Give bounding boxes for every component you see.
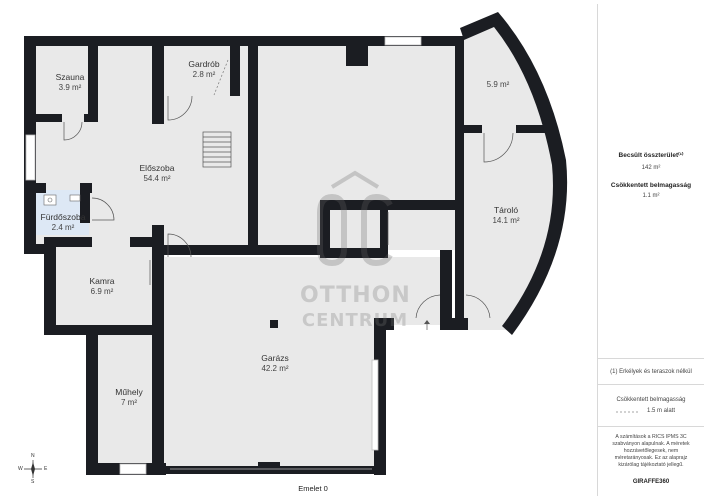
total-area-value: 142 m² [641, 165, 661, 171]
room-name: Gardrób [188, 59, 220, 69]
floor-east [462, 18, 560, 330]
compass-e: E [44, 466, 48, 472]
watermark-logo-icon [317, 170, 393, 267]
brand-logo: GIRAFFE360 [632, 479, 670, 485]
room-area: 2.4 m² [51, 222, 75, 232]
info-panel: Becsült összterület⁽¹⁾ 142 m² Csökkentet… [597, 4, 704, 496]
panel-divider [598, 384, 704, 385]
room-area: 5.9 m² [486, 80, 510, 89]
room-area: 3.9 m² [58, 82, 82, 92]
doors [63, 95, 514, 319]
watermark-line1: OTTHON [300, 283, 411, 308]
room-name: Tároló [493, 205, 519, 215]
compass-w: W [18, 466, 23, 472]
room-label: Tároló 14.1 m² [476, 205, 536, 226]
watermark: OTTHON CENTRUM [300, 165, 410, 340]
room-name: Fürdőszoba [40, 212, 86, 222]
floor-plan [24, 12, 568, 475]
watermark-line2: CENTRUM [301, 310, 409, 331]
room-area: 7 m² [121, 397, 137, 407]
panel-divider [598, 426, 704, 427]
stairs [202, 131, 232, 168]
legend-title: Csökkentett belmagasság [616, 397, 686, 403]
room-label: Kamra 6.9 m² [72, 276, 132, 297]
disclaimer: A számítások a RICS IPMS 3C szabványon a… [612, 434, 690, 469]
room-name: Szauna [55, 72, 85, 82]
reduced-height-value: 1.1 m² [642, 193, 660, 199]
room-name: Előszoba [139, 163, 175, 173]
room-area: 2.8 m² [192, 69, 216, 79]
compass-s: S [31, 479, 35, 485]
room-label: Garázs 42.2 m² [240, 353, 310, 374]
footnote: (1) Erkélyek és teraszok nélkül [610, 369, 692, 375]
room-name: Garázs [261, 353, 289, 363]
room-label: Fürdőszoba 2.4 m² [34, 212, 92, 233]
room-area: 6.9 m² [90, 286, 114, 296]
compass-rose-icon [24, 460, 42, 478]
room-label: 5.9 m² [470, 80, 526, 90]
windows [25, 36, 422, 475]
room-area: 14.1 m² [492, 215, 520, 225]
floor-label: Emelet 0 [298, 484, 328, 493]
compass-n: N [31, 453, 35, 459]
reduced-height-label: Csökkentett belmagasság [610, 182, 692, 189]
room-label: Gardrób 2.8 m² [174, 59, 234, 80]
legend-value: 1.5 m alatt [646, 408, 675, 414]
floor-main [36, 45, 462, 470]
room-label: Műhely 7 m² [100, 387, 158, 408]
curved-wall [460, 12, 568, 335]
total-area-label: Becsült összterület⁽¹⁾ [618, 152, 684, 159]
compass: N S W E [18, 453, 48, 485]
room-name: Műhely [115, 387, 143, 397]
room-name: Kamra [89, 276, 115, 286]
room-label: Szauna 3.9 m² [42, 72, 98, 93]
room-area: 54.4 m² [143, 173, 171, 183]
room-label: Előszoba 54.4 m² [122, 163, 192, 184]
bath-fixtures [43, 194, 81, 206]
room-area: 42.2 m² [261, 363, 289, 373]
panel-divider [598, 358, 704, 359]
